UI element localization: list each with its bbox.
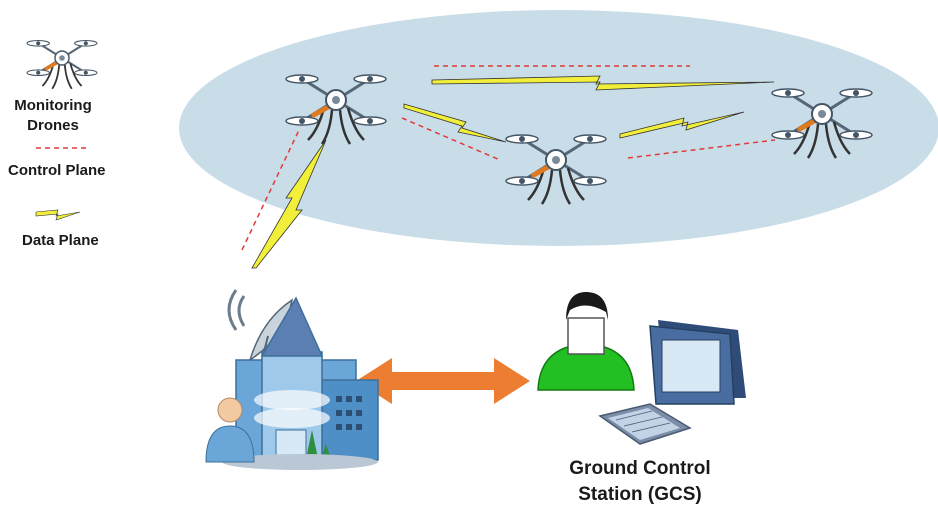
gcs-operator bbox=[537, 292, 635, 391]
legend-monitoring-drones-label: Monitoring Drones bbox=[14, 96, 92, 136]
control-link-ground-drone1 bbox=[241, 127, 301, 251]
gcs-title-line1: Ground Control bbox=[569, 458, 711, 479]
gcs-title: Ground Control Station (GCS) bbox=[540, 456, 740, 508]
control-plane-links bbox=[241, 65, 776, 251]
drone-swarm-area bbox=[179, 10, 938, 246]
legend-monitoring-line1: Monitoring bbox=[14, 97, 92, 114]
data-link-drone1-drone2 bbox=[403, 103, 507, 143]
data-link-ground-drone1 bbox=[251, 139, 327, 269]
gcs-monitor bbox=[649, 320, 746, 405]
data-link-drone2-drone3 bbox=[619, 111, 745, 139]
gcs-title-line2: Station (GCS) bbox=[578, 484, 702, 505]
control-link-drone2-drone3 bbox=[627, 139, 776, 159]
bidirectional-arrow bbox=[356, 358, 530, 404]
legend-drone-icon bbox=[25, 38, 99, 91]
data-plane-links bbox=[251, 75, 775, 269]
legend-control-plane-label: Control Plane bbox=[8, 162, 106, 179]
gcs-keyboard bbox=[598, 403, 692, 445]
legend-data-plane-label: Data Plane bbox=[22, 232, 99, 249]
data-link-top bbox=[431, 75, 775, 91]
base-station-operator bbox=[205, 397, 255, 463]
base-station-building bbox=[222, 289, 379, 470]
legend-monitoring-line2: Drones bbox=[27, 117, 79, 134]
legend-data-icon bbox=[35, 209, 81, 221]
